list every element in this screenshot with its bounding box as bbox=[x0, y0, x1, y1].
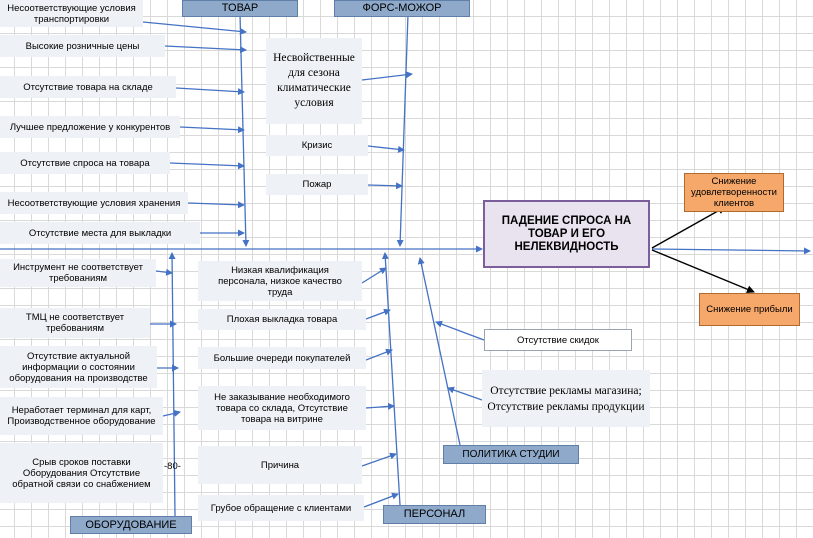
cause-tovar-6: Несоответствующие условия хранения bbox=[0, 192, 188, 214]
output-arrow bbox=[651, 247, 811, 255]
cause-tovar-7: Отсутствие места для выкладки bbox=[0, 222, 200, 244]
cause-tovar-1: Несоответствующие условия транспортировк… bbox=[0, 0, 143, 27]
cause-personal-3: Большие очереди покупателей bbox=[198, 347, 366, 369]
cause-personal-1: Низкая квалификация персонала, низкое ка… bbox=[198, 261, 362, 301]
cause-fors-3: Пожар bbox=[266, 174, 368, 195]
cause-personal-6: Грубое обращение с клиентами bbox=[198, 495, 364, 521]
result-profit: Снижение прибыли bbox=[699, 293, 800, 326]
cause-tovar-5: Отсутствие спроса на товара bbox=[0, 152, 170, 174]
category-politika: ПОЛИТИКА СТУДИИ bbox=[443, 445, 579, 464]
cause-fors-1: Несвойственные для сезона климатические … bbox=[266, 38, 362, 124]
cause-oborud-4: Неработает терминал для карт, Производст… bbox=[0, 397, 163, 435]
arrow-to-satisfaction bbox=[651, 206, 726, 249]
label-80: -80- bbox=[164, 461, 181, 472]
cause-tovar-2: Высокие розничные цены bbox=[0, 35, 165, 57]
bone-fors bbox=[396, 13, 409, 247]
cause-oborud-1: Инструмент не соответствует требованиям bbox=[0, 259, 156, 287]
cause-tovar-4: Лучшее предложение у конкурентов bbox=[0, 116, 180, 138]
bone-personal bbox=[381, 252, 401, 506]
category-fors-major: ФОРС-МОЖОР bbox=[334, 0, 470, 17]
bone-oborud bbox=[168, 252, 176, 517]
problem-head: ПАДЕНИЕ СПРОСА НА ТОВАР И ЕГО НЕЛЕКВИДНО… bbox=[483, 200, 650, 268]
cause-personal-5: Причина bbox=[198, 446, 362, 484]
cause-personal-4: Не заказывание необходимого товара со ск… bbox=[198, 386, 366, 430]
category-tovar: ТОВАР bbox=[182, 0, 298, 17]
cause-oborud-2: ТМЦ не соответствует требованиям bbox=[0, 308, 150, 338]
bone-politika bbox=[417, 257, 461, 446]
bone-tovar bbox=[239, 13, 250, 247]
category-personal: ПЕРСОНАЛ bbox=[383, 505, 486, 524]
cause-oborud-5: Срыв сроков поставки Оборудования Отсутс… bbox=[0, 443, 163, 503]
cause-oborud-3: Отсутствие актуальной информации о состо… bbox=[0, 346, 157, 388]
cause-fors-2: Кризис bbox=[266, 135, 368, 156]
cause-tovar-3: Отсутствие товара на складе bbox=[0, 76, 176, 98]
cause-politika-2: Отсутствие рекламы магазина; Отсутствие … bbox=[482, 370, 650, 427]
cause-personal-2: Плохая выкладка товара bbox=[198, 309, 366, 330]
result-satisfaction: Снижение удовлетворенности клиентов bbox=[684, 173, 784, 212]
cause-politika-1: Отсутствие скидок bbox=[484, 329, 632, 351]
category-oborudovanie: ОБОРУДОВАНИЕ bbox=[70, 516, 192, 534]
arrow-to-profit bbox=[651, 249, 755, 294]
